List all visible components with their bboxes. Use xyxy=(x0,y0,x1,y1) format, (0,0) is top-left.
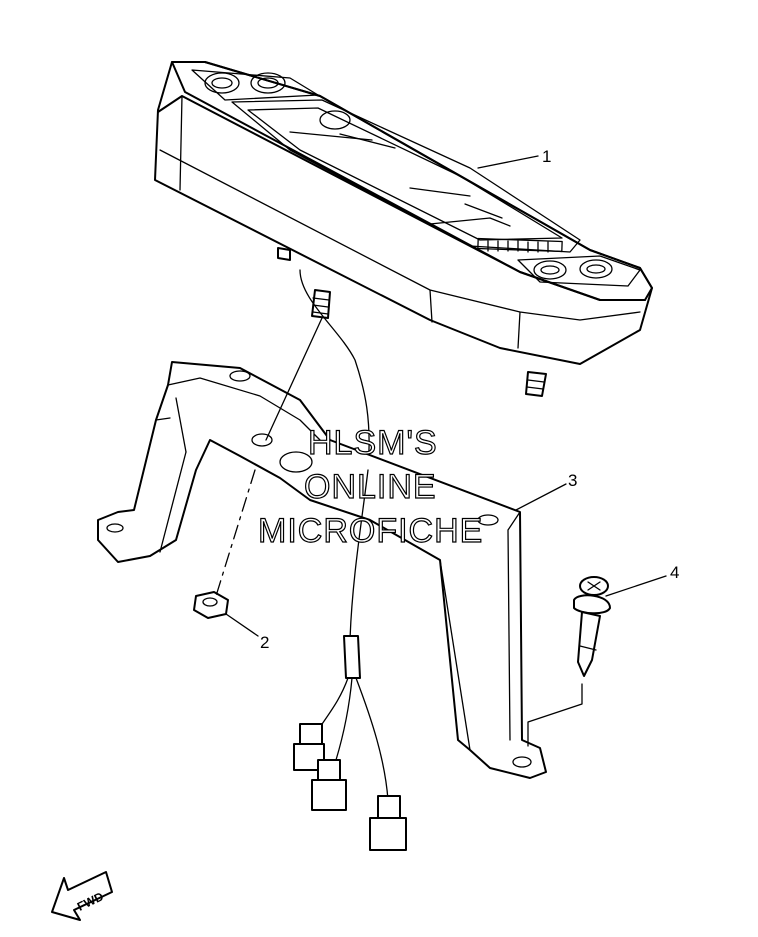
meter-bracket xyxy=(97,361,547,779)
watermark-line-2: ONLINE xyxy=(304,468,437,506)
callout-2: 2 xyxy=(260,633,269,652)
callout-3: 3 xyxy=(568,471,577,490)
fwd-arrow-icon xyxy=(51,871,113,921)
callout-4: 4 xyxy=(670,563,679,582)
meter-assembly xyxy=(154,61,653,471)
fwd-arrow: FWD xyxy=(51,871,113,921)
watermark-line-1: HLSM'S xyxy=(308,424,438,462)
nut xyxy=(193,591,229,619)
leader-lines xyxy=(215,155,667,747)
watermark-line-3: MICROFICHE xyxy=(258,512,483,550)
callout-1: 1 xyxy=(542,147,551,166)
screw xyxy=(573,576,611,677)
wire-harness xyxy=(293,469,407,851)
